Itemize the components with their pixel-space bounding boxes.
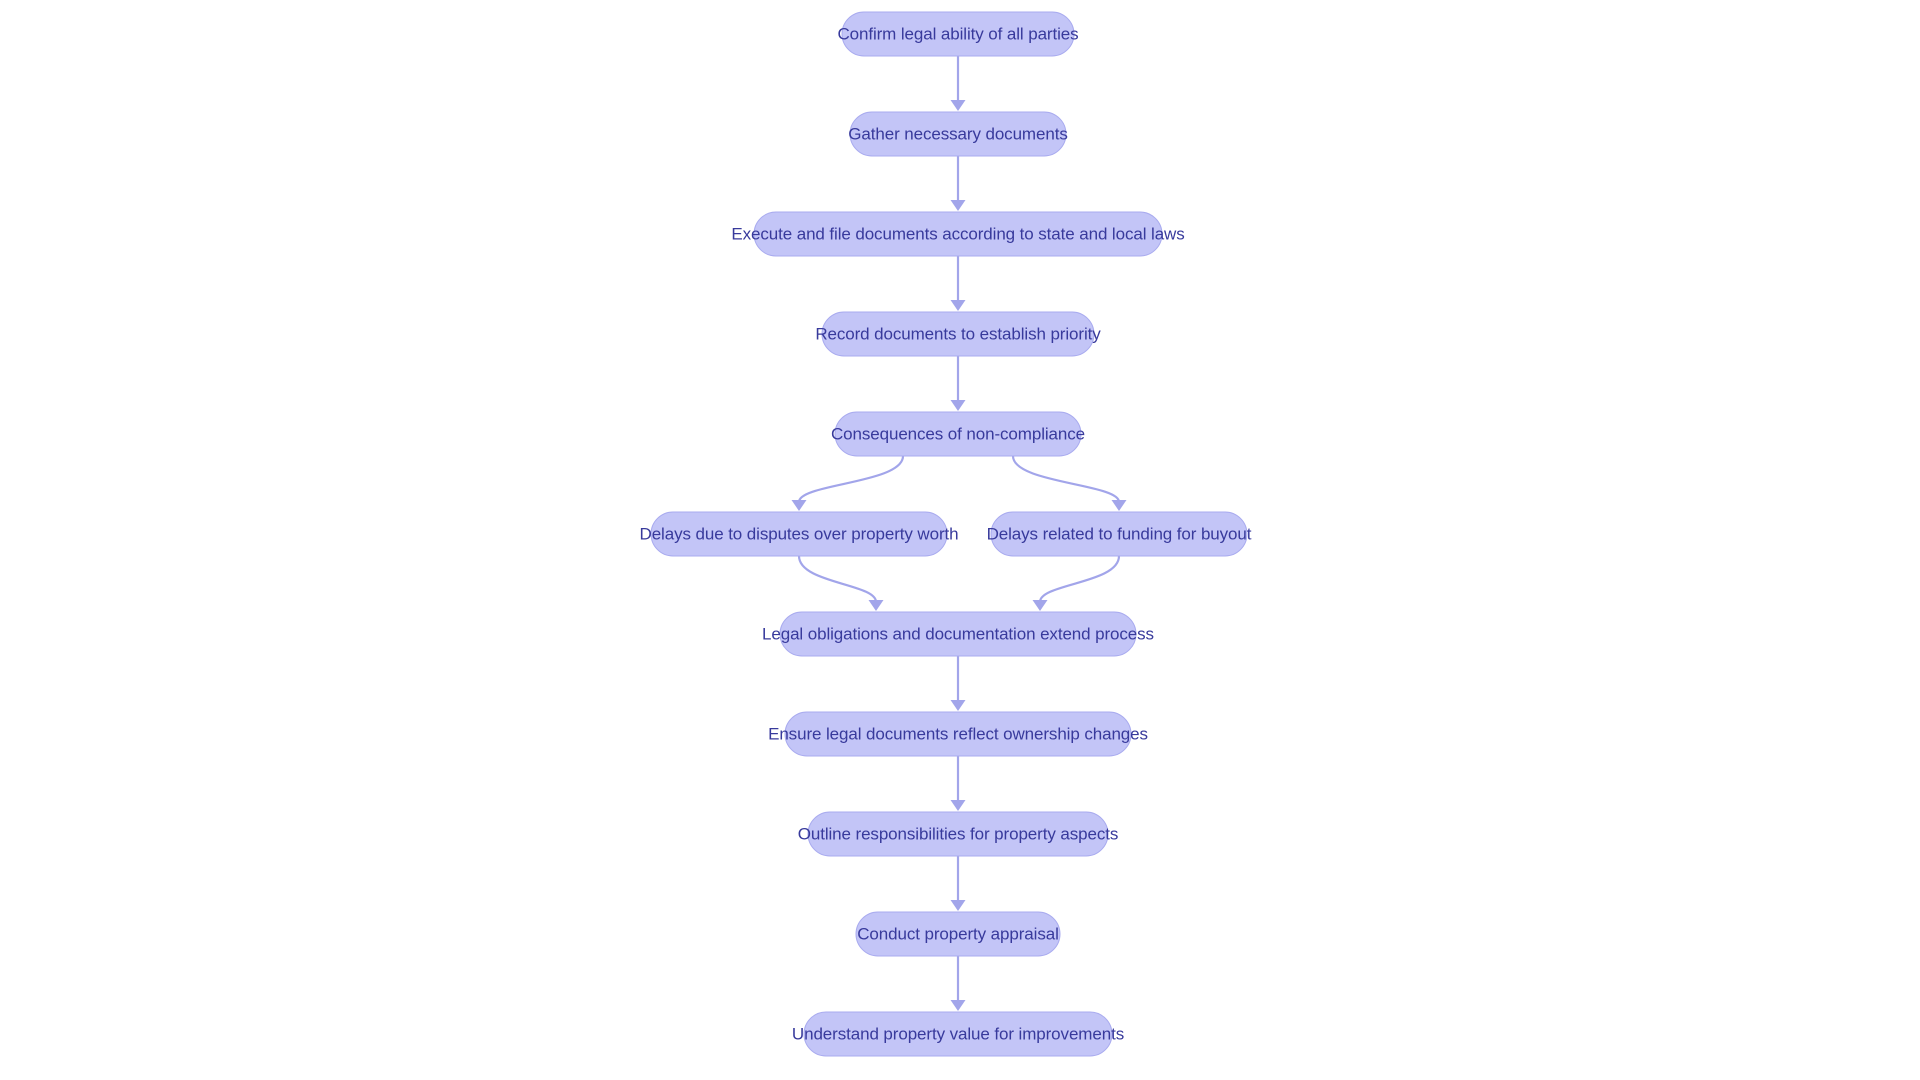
edge-n10-to-n11 <box>950 856 966 911</box>
edge-n6-to-n8 <box>797 555 884 611</box>
flow-node[interactable]: Delays due to disputes over property wor… <box>640 511 959 557</box>
edges-layer <box>791 56 1127 1011</box>
node-shape[interactable] <box>841 11 1075 57</box>
node-shape[interactable] <box>834 411 1082 457</box>
node-shape[interactable] <box>650 511 948 557</box>
edge-arrowhead <box>950 400 966 411</box>
edge-curve <box>1038 555 1121 603</box>
edge-arrowhead <box>1111 500 1127 511</box>
edge-n9-to-n10 <box>950 756 966 811</box>
node-label: Delays due to disputes over property wor… <box>640 524 959 543</box>
node-shape[interactable] <box>849 111 1067 157</box>
node-label: Understand property value for improvemen… <box>792 1024 1124 1043</box>
node-label: Legal obligations and documentation exte… <box>762 624 1154 643</box>
node-shape[interactable] <box>855 911 1061 957</box>
edge-curve <box>797 555 878 603</box>
edge-arrowhead <box>791 500 807 511</box>
edge-n11-to-n12 <box>950 956 966 1011</box>
edge-n4-to-n5 <box>950 356 966 411</box>
node-label: Outline responsibilities for property as… <box>798 824 1119 843</box>
edge-n8-to-n9 <box>950 656 966 711</box>
node-shape[interactable] <box>807 811 1109 857</box>
flow-node[interactable]: Gather necessary documents <box>848 111 1068 157</box>
edge-n5-to-n7 <box>1011 455 1127 511</box>
edge-curve <box>797 455 905 503</box>
edge-arrowhead <box>1032 600 1048 611</box>
node-label: Confirm legal ability of all parties <box>837 24 1078 43</box>
edge-arrowhead <box>950 200 966 211</box>
node-shape[interactable] <box>784 711 1132 757</box>
node-shape[interactable] <box>990 511 1248 557</box>
edge-n5-to-n6 <box>791 455 905 511</box>
node-shape[interactable] <box>753 211 1163 257</box>
edge-arrowhead <box>950 800 966 811</box>
node-label: Conduct property appraisal <box>857 924 1059 943</box>
node-shape[interactable] <box>779 611 1137 657</box>
edge-arrowhead <box>950 700 966 711</box>
node-shape[interactable] <box>821 311 1095 357</box>
node-label: Delays related to funding for buyout <box>987 524 1252 543</box>
flow-node[interactable]: Ensure legal documents reflect ownership… <box>768 711 1148 757</box>
flow-node[interactable]: Legal obligations and documentation exte… <box>762 611 1154 657</box>
flow-node[interactable]: Outline responsibilities for property as… <box>798 811 1119 857</box>
edge-n7-to-n8 <box>1032 555 1121 611</box>
node-label: Ensure legal documents reflect ownership… <box>768 724 1148 743</box>
edge-curve <box>1011 455 1121 503</box>
flow-node[interactable]: Consequences of non-compliance <box>831 411 1085 457</box>
edge-n1-to-n2 <box>950 56 966 111</box>
edge-n3-to-n4 <box>950 256 966 311</box>
node-label: Consequences of non-compliance <box>831 424 1085 443</box>
nodes-layer: Confirm legal ability of all partiesGath… <box>640 11 1252 1057</box>
edge-arrowhead <box>868 600 884 611</box>
flow-node[interactable]: Understand property value for improvemen… <box>792 1011 1124 1057</box>
node-label: Execute and file documents according to … <box>731 224 1184 243</box>
flow-node[interactable]: Execute and file documents according to … <box>731 211 1185 257</box>
flow-node[interactable]: Conduct property appraisal <box>855 911 1061 957</box>
flow-node[interactable]: Record documents to establish priority <box>815 311 1101 357</box>
edge-arrowhead <box>950 900 966 911</box>
edge-n2-to-n3 <box>950 156 966 211</box>
edge-arrowhead <box>950 300 966 311</box>
node-label: Record documents to establish priority <box>815 324 1101 343</box>
node-label: Gather necessary documents <box>848 124 1067 143</box>
edge-arrowhead <box>950 1000 966 1011</box>
node-shape[interactable] <box>803 1011 1113 1057</box>
flow-node[interactable]: Confirm legal ability of all parties <box>837 11 1079 57</box>
flow-node[interactable]: Delays related to funding for buyout <box>987 511 1252 557</box>
edge-arrowhead <box>950 100 966 111</box>
